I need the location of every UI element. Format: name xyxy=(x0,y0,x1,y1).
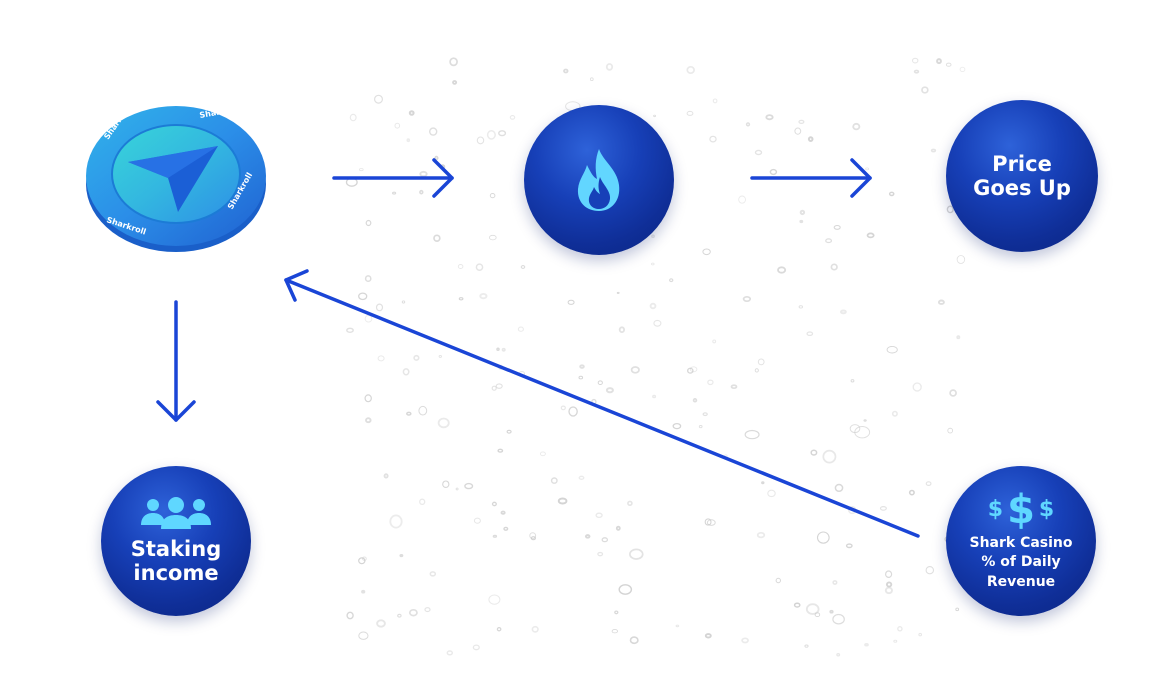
price-label-line1: Price xyxy=(992,151,1052,176)
price-label-line2: Goes Up xyxy=(973,176,1071,200)
staking-label-line1: Staking xyxy=(130,536,222,561)
arrow-burn-to-price xyxy=(750,158,872,198)
users-icon xyxy=(141,496,211,529)
arrow-casino-to-token xyxy=(284,269,920,538)
price-node: Price Goes Up xyxy=(946,100,1098,252)
staking-label-line2: income xyxy=(133,561,219,585)
dollar-big: $ xyxy=(1007,486,1035,533)
fire-icon xyxy=(577,149,620,211)
casino-node: $ $ $ Shark Casino % of Daily Revenue xyxy=(946,466,1096,616)
staking-node: Staking income xyxy=(101,466,251,616)
arrow-token-to-burn xyxy=(332,158,454,198)
arrow-token-to-staking xyxy=(156,300,196,422)
dollar-small-left: $ xyxy=(987,497,1004,523)
burn-node xyxy=(524,105,674,255)
casino-label-line3: Revenue xyxy=(986,573,1056,590)
sharkroll-token-coin: Sharkroll Sharkroll Sharkroll Sharkroll xyxy=(86,102,266,252)
casino-label-line1: Shark Casino xyxy=(969,534,1073,551)
casino-label-line2: % of Daily xyxy=(981,554,1061,571)
dollar-small-right: $ xyxy=(1038,497,1055,523)
dollar-icon: $ $ $ xyxy=(988,490,1054,530)
